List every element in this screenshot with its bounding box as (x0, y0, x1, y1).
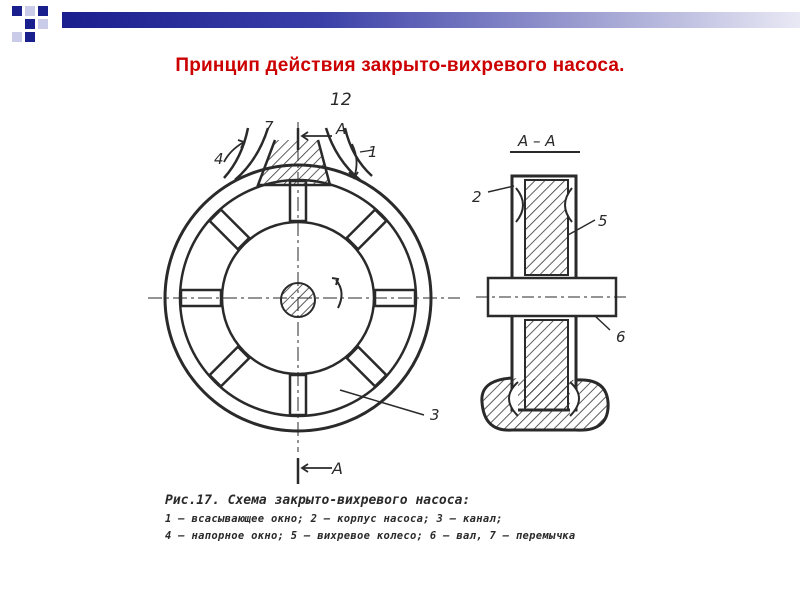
channel-section (480, 376, 610, 432)
caption-title: Рис.17. Схема закрыто-вихревого насоса: (165, 493, 471, 508)
section-title: A – A (517, 132, 556, 150)
impeller-blades (179, 179, 417, 417)
header-gradient-bar (62, 12, 800, 28)
decor-square (12, 6, 22, 16)
label-1: 1 (368, 143, 378, 161)
label-6: 6 (616, 328, 626, 346)
shaft-cross-section (280, 282, 316, 318)
pump-diagram: 12 7 A 1 4 A 3 A – A 2 5 6 (148, 90, 630, 484)
decor-square (38, 6, 48, 16)
decor-square (12, 32, 22, 42)
label-3: 3 (430, 406, 440, 424)
decor-square (38, 19, 48, 29)
label-5: 5 (598, 212, 608, 230)
slide-title: Принцип действия закрыто-вихревого насос… (175, 55, 625, 76)
label-a-top: A (335, 120, 346, 138)
partition-wedge (256, 139, 332, 187)
header-decoration (0, 0, 800, 45)
suction-window (324, 127, 361, 181)
label-a-bottom: A (331, 459, 343, 478)
front-view (148, 122, 460, 484)
label-7: 7 (264, 118, 274, 136)
decor-square (25, 19, 35, 29)
caption-line: 4 – напорное окно; 5 – вихревое колесо; … (165, 530, 576, 542)
figure-caption: Рис.17. Схема закрыто-вихревого насоса: … (165, 493, 625, 542)
decor-square (25, 6, 35, 16)
label-4: 4 (214, 150, 224, 168)
impeller-section (524, 179, 569, 276)
caption-line: 1 – всасывающее окно; 2 – корпус насоса;… (165, 513, 503, 525)
label-2: 2 (472, 188, 482, 206)
label-12: 12 (330, 90, 352, 110)
discharge-window (234, 127, 270, 181)
decor-square (25, 32, 35, 42)
section-view (476, 151, 630, 432)
